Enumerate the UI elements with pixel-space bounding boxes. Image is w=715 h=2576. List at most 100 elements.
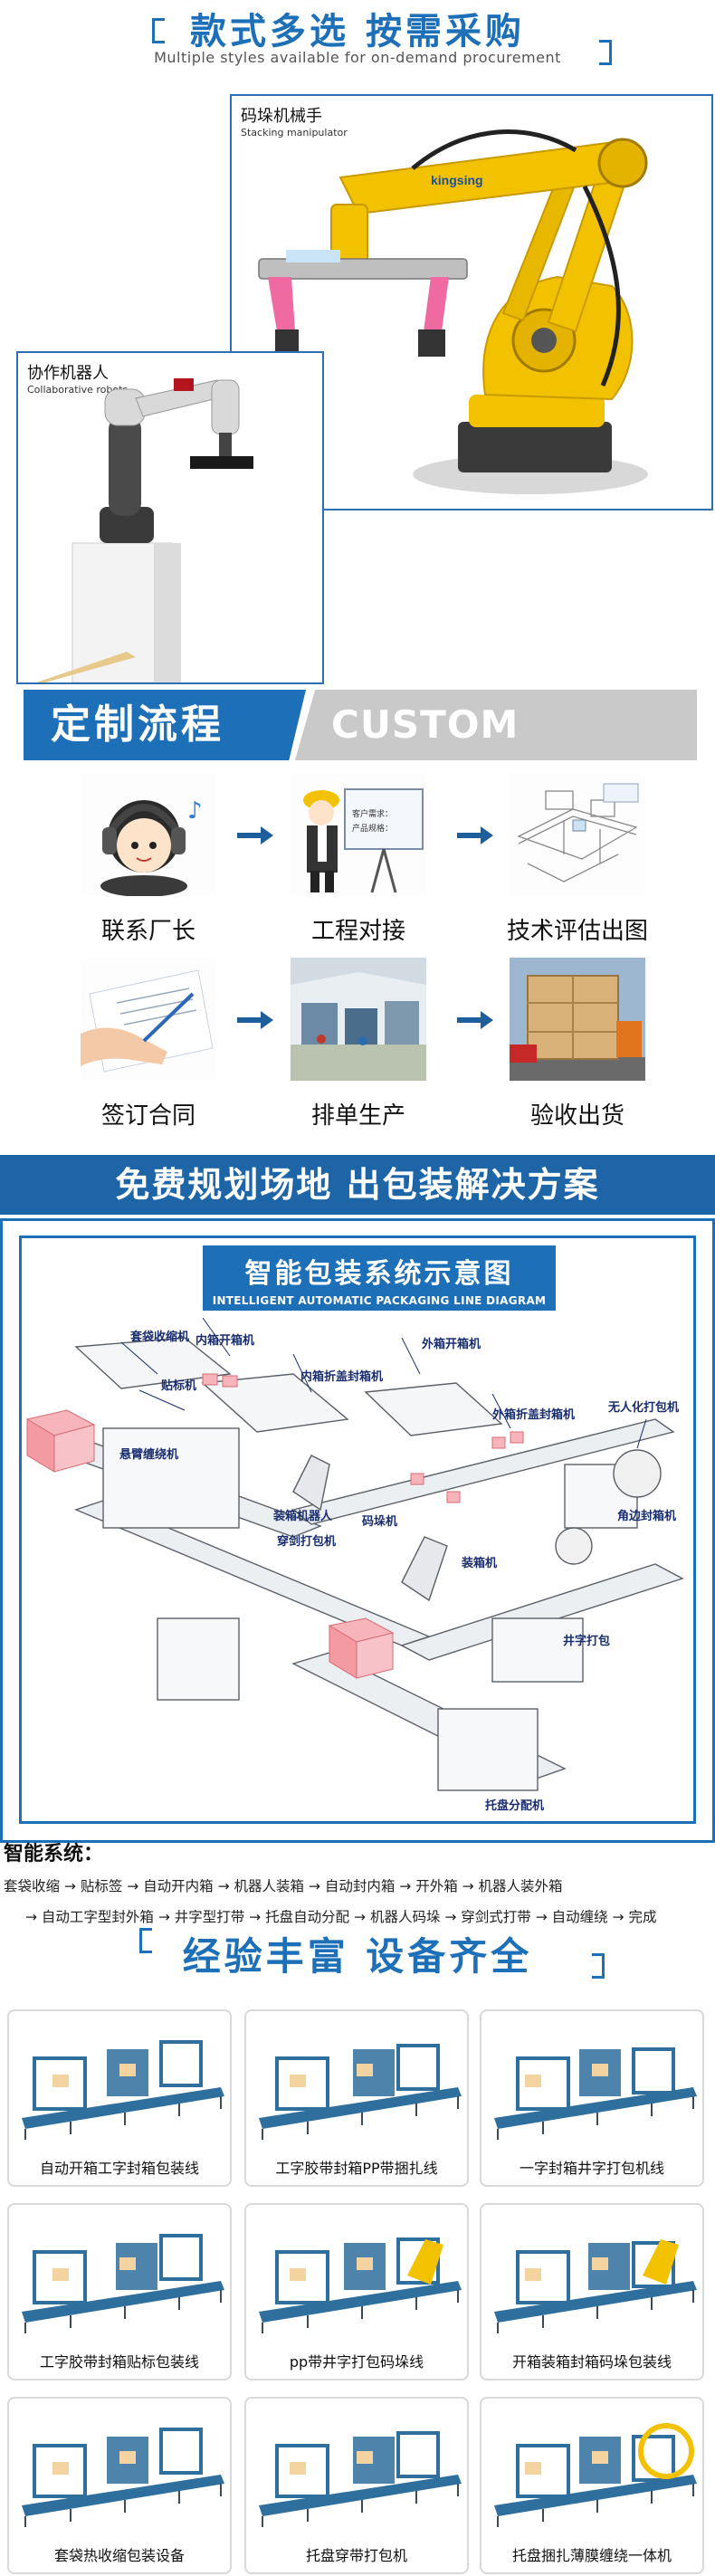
diagram-label: 外箱开箱机 <box>422 1338 481 1351</box>
equipment-section: 经验丰富 设备齐全 自动开箱工字封箱包装线 工字胶带封箱PP带捆扎线 一字封箱井字打… <box>0 1919 715 2576</box>
bracket-right <box>599 40 612 65</box>
styles-subtitle: Multiple styles available for on-demand … <box>154 49 561 66</box>
custom-process-title-en: CUSTOM PROCESS <box>295 690 697 760</box>
contract-signing-icon <box>81 958 216 1081</box>
diagram-title: 智能包装系统示意图 INTELLIGENT AUTOMATIC PACKAGIN… <box>203 1245 556 1311</box>
product-name: 工字胶带封箱贴标包装线 <box>39 2353 199 2371</box>
packaging-machine-image <box>16 2018 226 2145</box>
bracket-right <box>592 1953 605 1979</box>
bracket-left <box>152 18 165 43</box>
product-card[interactable]: 托盘穿带打包机 <box>244 2397 469 2574</box>
factory-workshop-icon <box>291 958 426 1081</box>
product-name: 自动开箱工字封箱包装线 <box>39 2160 199 2177</box>
collab-caption: 协作机器人 <box>27 364 109 383</box>
board-line-requirement: 客户需求： <box>352 808 393 819</box>
step-label: 排单生产 <box>310 1102 405 1130</box>
packaging-diagram: 智能包装系统示意图 INTELLIGENT AUTOMATIC PACKAGIN… <box>19 1236 696 1824</box>
product-card[interactable]: 套袋热收缩包装设备 <box>7 2397 232 2574</box>
step-technical-drawing: 技术评估出图 <box>496 773 659 946</box>
product-name: 套袋热收缩包装设备 <box>53 2547 185 2564</box>
step-contact-factory: ♪ 联系厂长 <box>67 773 230 946</box>
step-label: 签订合同 <box>100 1102 195 1130</box>
equipment-heading: 经验丰富 设备齐全 <box>0 1919 715 1982</box>
packaging-machine-image <box>16 2406 226 2533</box>
product-name: pp带井字打包码垛线 <box>289 2353 424 2371</box>
packaging-machine-image <box>16 2212 226 2339</box>
styles-title: 款式多选 按需采购 <box>190 11 525 52</box>
smart-system-line-1: 套袋收缩 → 贴标签 → 自动开内箱 → 机器人装箱 → 自动封内箱 → 开外箱… <box>4 1878 563 1894</box>
step-production: 排单生产 <box>277 958 440 1131</box>
packaging-machine-image <box>253 2406 463 2533</box>
smart-system-line-2: → 自动工字型封外箱 → 井字型打带 → 托盘自动分配 → 机器人码垛 → 穿剑… <box>25 1909 657 1925</box>
styles-heading: 款式多选 按需采购 Multiple styles available for … <box>0 0 715 74</box>
product-card[interactable]: 工字胶带封箱PP带捆扎线 <box>244 2009 469 2187</box>
product-name: 托盘捆扎薄膜缠绕一体机 <box>511 2547 672 2564</box>
free-planning-banner: 免费规划场地 出包装解决方案 <box>0 1155 715 1215</box>
product-card[interactable]: 工字胶带封箱贴标包装线 <box>7 2203 232 2380</box>
diagram-title-en: INTELLIGENT AUTOMATIC PACKAGING LINE DIA… <box>212 1294 547 1307</box>
product-card[interactable]: 托盘捆扎薄膜缠绕一体机 <box>480 2397 704 2574</box>
product-card[interactable]: 开箱装箱封箱码垛包装线 <box>480 2203 704 2380</box>
stacking-caption: 码垛机械手 <box>241 107 322 126</box>
collab-caption-en: Collaborative robots <box>27 384 129 396</box>
product-card[interactable]: pp带井字打包码垛线 <box>244 2203 469 2380</box>
diagram-label: 无人化打包机 <box>608 1401 680 1415</box>
product-card[interactable]: 一字封箱井字打包机线 <box>480 2009 704 2187</box>
svg-text:♪: ♪ <box>187 797 203 825</box>
packaging-machine-image <box>489 2212 699 2339</box>
packaging-machine-image <box>253 2212 463 2339</box>
bracket-left <box>139 1928 152 1953</box>
step-label: 工程对接 <box>310 918 405 945</box>
stacking-caption-en: Stacking manipulator <box>241 127 348 138</box>
diagram-label: 外箱折盖封箱机 <box>492 1408 576 1422</box>
packaging-machine-image <box>489 2018 699 2145</box>
diagram-label: 穿剑打包机 <box>277 1535 337 1549</box>
board-line-spec: 产品规格： <box>352 823 393 834</box>
packaging-machine-image <box>253 2018 463 2145</box>
arrow-right-icon <box>237 826 273 844</box>
custom-process-section: CUSTOM PROCESS 定制流程 <box>0 686 715 1157</box>
arrow-right-icon <box>457 1011 493 1029</box>
product-name: 开箱装箱封箱码垛包装线 <box>511 2353 672 2371</box>
product-card[interactable]: 自动开箱工字封箱包装线 <box>7 2009 232 2187</box>
free-planning-section: 免费规划场地 出包装解决方案 智能包装系统示意图 INTELLIGENT AUT… <box>0 1155 715 1861</box>
diagram-label: 内箱开箱机 <box>195 1334 255 1348</box>
diagram-label: 装箱机 <box>462 1557 498 1570</box>
equipment-title: 经验丰富 设备齐全 <box>182 1934 533 1979</box>
product-name: 工字胶带封箱PP带捆扎线 <box>275 2160 438 2177</box>
smart-system-heading: 智能系统： <box>4 1843 104 1865</box>
engineer-presentation-icon: 客户需求： 产品规格： <box>291 773 426 896</box>
robot-brand-logo: kingsing <box>431 173 483 187</box>
collaborative-robot-card: 协作机器人 Collaborative robots <box>16 351 324 684</box>
technical-drawing-icon <box>510 773 645 896</box>
diagram-label: 装箱机器人 <box>273 1510 333 1523</box>
diagram-label: 角边封箱机 <box>617 1510 677 1523</box>
smart-system-description: 智能系统： 套袋收缩 → 贴标签 → 自动开内箱 → 机器人装箱 → 自动封内箱… <box>4 1837 715 1926</box>
custom-process-title-cn: 定制流程 <box>24 690 306 760</box>
packaging-line-illustration <box>25 1317 684 1791</box>
arrow-right-icon <box>237 1011 273 1029</box>
diagram-label: 托盘分配机 <box>485 1799 545 1813</box>
diagram-title-cn: 智能包装系统示意图 <box>244 1258 514 1290</box>
step-label: 联系厂长 <box>100 918 195 945</box>
custom-process-banner: CUSTOM PROCESS 定制流程 <box>24 690 697 760</box>
step-label: 技术评估出图 <box>506 918 648 945</box>
packaging-diagram-frame: 智能包装系统示意图 INTELLIGENT AUTOMATIC PACKAGIN… <box>0 1218 715 1843</box>
step-shipping: 验收出货 <box>496 958 659 1131</box>
step-engineering: 客户需求： 产品规格： 工程对接 <box>277 773 440 946</box>
product-name: 托盘穿带打包机 <box>305 2547 407 2564</box>
step-sign-contract: 签订合同 <box>67 958 230 1131</box>
arrow-right-icon <box>457 826 493 844</box>
headset-operator-icon: ♪ <box>81 773 216 897</box>
crate-shipping-icon <box>510 958 645 1081</box>
styles-section: 款式多选 按需采购 Multiple styles available for … <box>0 0 715 688</box>
packaging-machine-image <box>489 2406 699 2533</box>
diagram-label: 套袋收缩机 <box>130 1331 190 1344</box>
step-label: 验收出货 <box>529 1102 624 1130</box>
product-name: 一字封箱井字打包机线 <box>519 2160 664 2177</box>
diagram-label: 内箱折盖封箱机 <box>300 1370 384 1384</box>
diagram-label: 悬臂缠绕机 <box>119 1448 179 1462</box>
diagram-label: 贴标机 <box>161 1379 197 1393</box>
diagram-label: 码垛机 <box>362 1515 398 1529</box>
